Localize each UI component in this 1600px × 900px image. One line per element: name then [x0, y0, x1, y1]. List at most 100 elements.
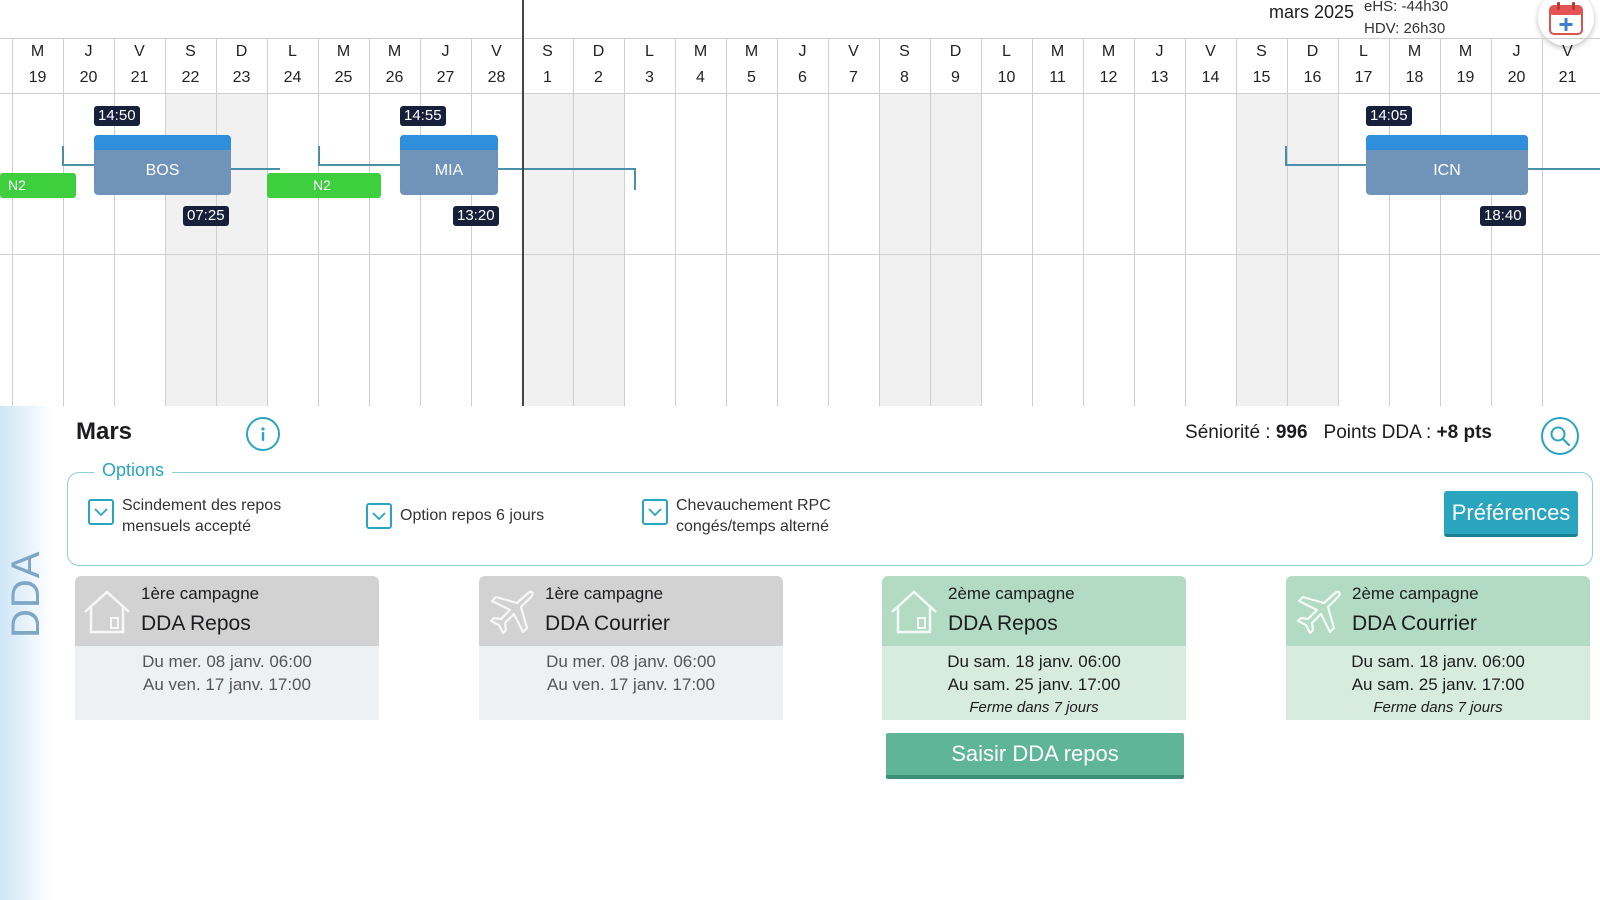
- day-number: 25: [334, 69, 353, 86]
- today-marker: [522, 0, 524, 406]
- departure-time: 14:05: [1366, 106, 1412, 126]
- weekday-letter: D: [235, 43, 248, 60]
- day-divider: [879, 39, 880, 95]
- day-column: [1134, 94, 1185, 406]
- reserve-block[interactable]: N2: [0, 173, 76, 198]
- option-checkbox[interactable]: [642, 499, 668, 525]
- day-divider: [930, 39, 931, 95]
- reserve-block[interactable]: N2: [267, 173, 381, 198]
- day-header-cell: M 19: [1440, 39, 1491, 95]
- weekday-letter: V: [491, 43, 502, 60]
- campaign-start: Du mer. 08 janv. 06:00: [142, 652, 312, 671]
- day-number: 12: [1099, 69, 1118, 86]
- weekend-column: [573, 94, 624, 406]
- day-divider: [63, 39, 64, 95]
- option-label: Option repos 6 jours: [400, 507, 545, 524]
- weekday-letter: S: [185, 43, 196, 60]
- campaign-card[interactable]: 1ère campagne DDA Repos Du mer. 08 janv.…: [75, 576, 379, 720]
- day-divider: [1440, 39, 1441, 95]
- day-column: [624, 94, 675, 406]
- day-number: 2: [594, 69, 603, 86]
- connector: [318, 146, 320, 166]
- campaign-card[interactable]: 2ème campagne DDA Repos Du sam. 18 janv.…: [882, 576, 1186, 720]
- connector: [318, 164, 402, 166]
- option-repos-6-jours[interactable]: Option repos 6 jours: [366, 503, 545, 529]
- day-number: 19: [1456, 69, 1475, 86]
- weekend-column: [1236, 94, 1287, 406]
- weekday-letter: V: [1205, 43, 1216, 60]
- weekday-letter: L: [1359, 43, 1368, 60]
- flight-code: MIA: [434, 162, 464, 179]
- option-checkbox[interactable]: [88, 499, 114, 525]
- day-divider: [1491, 39, 1492, 95]
- house-icon: [891, 590, 937, 634]
- day-number: 8: [900, 69, 909, 86]
- campaign-title: DDA Courrier: [1352, 612, 1477, 635]
- weekday-letter: S: [542, 43, 553, 60]
- day-number: 22: [181, 69, 200, 86]
- weekday-letter: L: [645, 43, 654, 60]
- day-number: 1: [543, 69, 552, 86]
- row-divider: [0, 254, 1600, 255]
- day-column: [726, 94, 777, 406]
- day-number: 3: [645, 69, 654, 86]
- day-header-cell: M 12: [1083, 39, 1134, 95]
- connector: [1285, 146, 1287, 166]
- weekday-letter: L: [288, 43, 297, 60]
- day-divider: [420, 39, 421, 95]
- search-button[interactable]: [1541, 417, 1579, 455]
- flight-code: BOS: [145, 162, 180, 179]
- weekday-letter: M: [1050, 43, 1065, 60]
- day-divider: [267, 39, 268, 95]
- dda-side-label: DDA: [4, 550, 48, 638]
- flight-block-icn[interactable]: ICN: [1366, 135, 1528, 195]
- options-title: Options: [94, 460, 173, 481]
- points-value: +8 pts: [1436, 422, 1492, 443]
- saisir-dda-repos-button[interactable]: Saisir DDA repos: [886, 733, 1184, 779]
- campaign-header: 2ème campagne DDA Courrier: [1286, 576, 1590, 646]
- day-divider: [726, 39, 727, 95]
- day-divider: [675, 39, 676, 95]
- day-number: 28: [487, 69, 506, 86]
- day-column: [675, 94, 726, 406]
- day-column: [369, 94, 420, 406]
- option-checkbox[interactable]: [366, 503, 392, 529]
- info-button[interactable]: [246, 417, 280, 451]
- flight-block-mia[interactable]: MIA: [400, 135, 498, 195]
- weekday-letter: M: [1458, 43, 1473, 60]
- day-column: [318, 94, 369, 406]
- day-number: 15: [1252, 69, 1271, 86]
- campaign-card[interactable]: 2ème campagne DDA Courrier Du sam. 18 ja…: [1286, 576, 1590, 720]
- campaign-start: Du sam. 18 janv. 06:00: [1351, 652, 1525, 671]
- campaign-card[interactable]: 1ère campagne DDA Courrier Du mer. 08 ja…: [479, 576, 783, 720]
- flight-block-bos[interactable]: BOS: [94, 135, 231, 195]
- connector: [62, 164, 96, 166]
- weekday-letter: M: [1407, 43, 1422, 60]
- hdv-value: HDV: 26h30: [1364, 20, 1446, 37]
- panel-title: Mars: [76, 418, 133, 445]
- preferences-button[interactable]: Préférences: [1444, 491, 1578, 537]
- day-divider: [1542, 39, 1543, 95]
- weekday-letter: J: [1155, 43, 1164, 60]
- day-divider: [1134, 39, 1135, 95]
- day-header-cell: L 24: [267, 39, 318, 95]
- dda-side-tab[interactable]: DDA: [0, 406, 52, 900]
- airplane-icon: [489, 590, 534, 635]
- day-column: [1389, 94, 1440, 406]
- weekday-letter: M: [1101, 43, 1116, 60]
- day-header-cell: V 28: [471, 39, 522, 95]
- hours-stats: eHS: -44h30 HDV: 26h30: [1364, 0, 1448, 40]
- day-number: 24: [283, 69, 302, 86]
